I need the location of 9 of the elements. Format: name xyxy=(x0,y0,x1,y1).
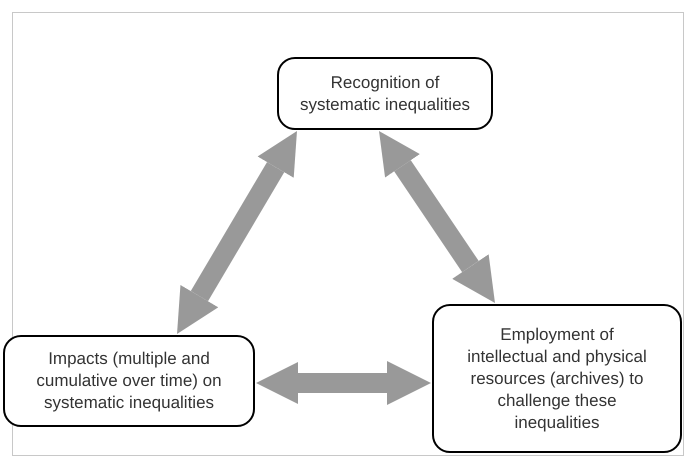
rounded-box xyxy=(277,57,493,130)
box-text: Employment of intellectual and physical resources (archives) to challenge these inequalities xyxy=(466,324,648,434)
rounded-box xyxy=(432,304,682,453)
rounded-box xyxy=(3,335,255,427)
double-arrow xyxy=(177,131,297,334)
box-text: Recognition of systematic inequalities xyxy=(298,72,472,116)
double-arrow xyxy=(379,131,495,303)
box-text: Impacts (multiple and cumulative over time) on systematic inequalities xyxy=(35,348,223,414)
double-arrow xyxy=(256,361,431,405)
